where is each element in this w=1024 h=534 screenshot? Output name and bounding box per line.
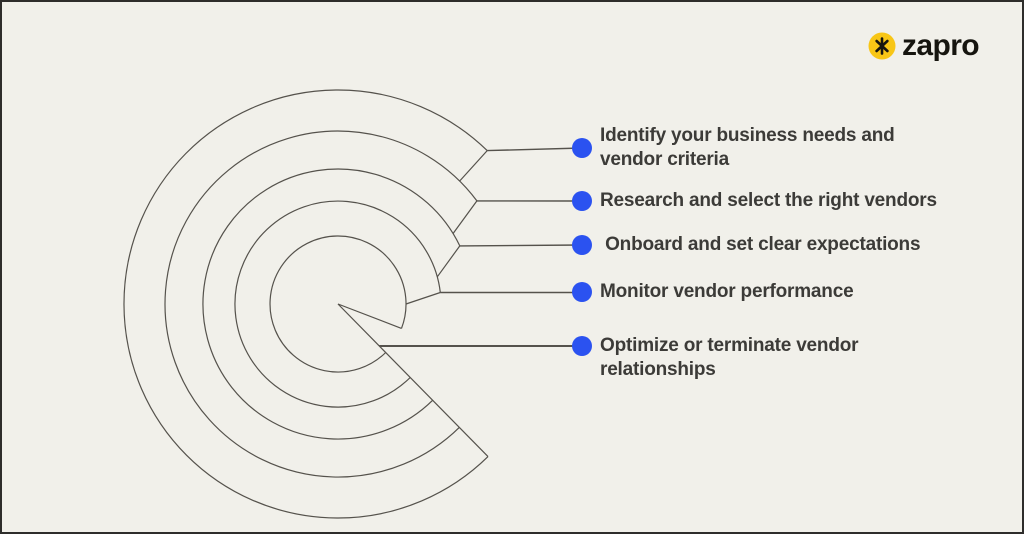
step-dot-4 xyxy=(572,282,592,302)
ring-cap-4 xyxy=(405,291,441,305)
zapro-asterisk-icon xyxy=(868,32,896,60)
step-label-line: Monitor vendor performance xyxy=(600,281,854,302)
ring-end-caps xyxy=(337,150,489,458)
ring-arc-4 xyxy=(234,200,441,408)
step-label-2: Research and select the right vendors xyxy=(600,189,1020,213)
step-dot-2 xyxy=(572,191,592,211)
ring-cap-3 xyxy=(436,245,461,278)
zapro-logo-text: zapro xyxy=(902,29,980,62)
step-dot-1 xyxy=(572,138,592,158)
diagram-rings xyxy=(123,89,489,519)
ring-cap-2 xyxy=(452,200,478,234)
radial-cut-line xyxy=(337,303,489,458)
step-label-line: Research and select the right vendors xyxy=(600,190,937,211)
leader-line-1 xyxy=(487,147,583,152)
step-label-line: vendor criteria xyxy=(600,149,729,170)
ring-arc-3 xyxy=(202,168,461,440)
step-label-1: Identify your business needs and vendor … xyxy=(600,124,1020,172)
ring-arc-2 xyxy=(164,130,478,478)
step-label-4: Monitor vendor performance xyxy=(600,280,1020,304)
leader-line-3 xyxy=(459,244,583,247)
wedge-upper-lip xyxy=(337,303,402,329)
ring-arc-5 xyxy=(269,235,407,373)
step-dot-5 xyxy=(572,336,592,356)
ring-arc-1 xyxy=(123,89,489,519)
ring-cap-1 xyxy=(459,150,488,182)
step-label-line: Identify your business needs and xyxy=(600,125,895,146)
zapro-logo: zapro xyxy=(868,29,980,62)
step-label-line: Optimize or terminate vendor xyxy=(600,335,859,356)
step-label-3: Onboard and set clear expectations xyxy=(600,233,1020,257)
step-label-line: Onboard and set clear expectations xyxy=(600,234,921,255)
step-label-line: relationships xyxy=(600,359,716,380)
step-label-5: Optimize or terminate vendor relationshi… xyxy=(600,334,1020,382)
leader-lines xyxy=(379,147,583,347)
step-dot-3 xyxy=(572,235,592,255)
